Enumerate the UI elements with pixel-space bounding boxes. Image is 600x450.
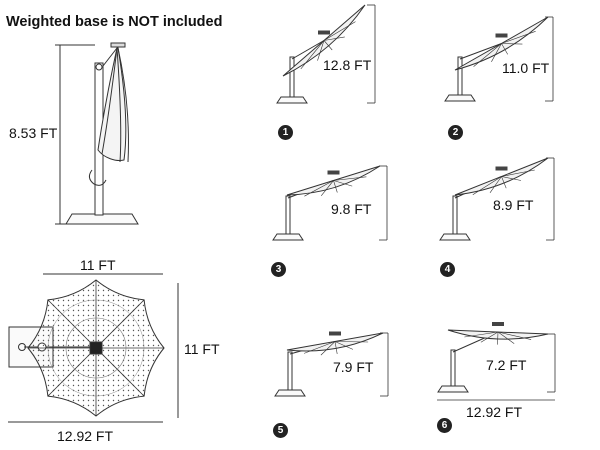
position-5-height-label: 7.9 FT: [333, 359, 374, 375]
canopy-depth-label: 11 FT: [184, 341, 220, 357]
position-1-height-label: 12.8 FT: [323, 57, 372, 73]
closed-height-label: 8.53 FT: [9, 125, 58, 141]
position-6-badge: 6: [437, 418, 452, 433]
umbrella-position-3: [272, 165, 388, 241]
umbrella-position-6: [437, 322, 556, 393]
position-3-height-label: 9.8 FT: [331, 201, 372, 217]
position-6-width-label: 12.92 FT: [466, 404, 523, 420]
position-2-height-label: 11.0 FT: [502, 60, 550, 76]
position-1-badge: 1: [278, 125, 293, 140]
position-3-badge: 3: [271, 262, 286, 277]
canopy-width-label: 11 FT: [80, 257, 116, 273]
umbrella-position-4: [439, 157, 555, 241]
tilt-positions: [272, 4, 556, 401]
umbrella-position-1: [276, 4, 376, 104]
top-view-canopy: [8, 273, 179, 423]
closed-umbrella-side-view: [55, 42, 139, 225]
umbrella-position-2: [444, 16, 554, 102]
position-5-badge: 5: [273, 423, 288, 438]
position-4-badge: 4: [440, 262, 455, 277]
rotation-span-label: 12.92 FT: [57, 428, 114, 444]
base-notice-title: Weighted base is NOT included: [6, 14, 223, 30]
position-6-height-label: 7.2 FT: [486, 357, 527, 373]
umbrella-position-5: [274, 331, 389, 397]
position-4-height-label: 8.9 FT: [493, 197, 534, 213]
position-2-badge: 2: [448, 125, 463, 140]
